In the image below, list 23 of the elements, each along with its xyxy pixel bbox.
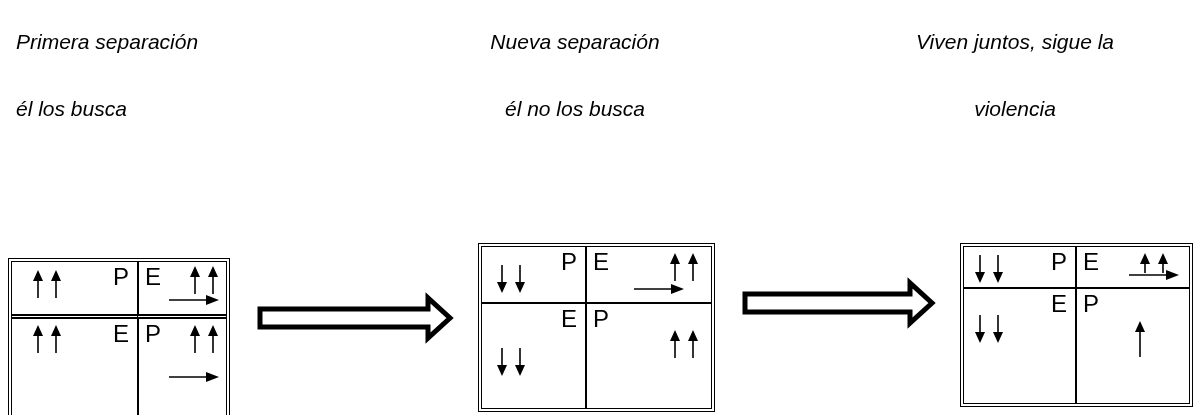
panel-heading: Primera separación él los busca bbox=[16, 29, 200, 122]
quadrant-letter: E bbox=[1051, 292, 1067, 316]
block-arrow bbox=[742, 277, 936, 329]
quadrant-letter: E bbox=[145, 265, 161, 289]
quadrant-frame bbox=[8, 258, 230, 415]
panel-heading: Nueva separación él no los busca bbox=[489, 29, 661, 122]
quadrant-letter: E bbox=[561, 307, 577, 331]
quadrant-letter: P bbox=[113, 265, 129, 289]
quadrant-letter: P bbox=[145, 322, 161, 346]
quadrant-frame bbox=[478, 243, 715, 412]
quadrant-cell bbox=[137, 314, 226, 415]
block-arrow bbox=[257, 292, 454, 344]
quadrant-letter: P bbox=[561, 250, 577, 274]
panel-heading: Viven juntos, sigue la violencia bbox=[914, 29, 1116, 122]
quadrant-letter: P bbox=[593, 307, 609, 331]
quadrant-cell bbox=[1075, 287, 1189, 403]
quadrant-letter: E bbox=[1083, 250, 1099, 274]
quadrant-letter: P bbox=[1051, 250, 1067, 274]
quadrant-letter: E bbox=[113, 322, 129, 346]
quadrant-letter: P bbox=[1083, 292, 1099, 316]
quadrant-cell bbox=[585, 302, 711, 408]
quadrant-frame bbox=[960, 243, 1193, 407]
quadrant-letter: E bbox=[593, 250, 609, 274]
